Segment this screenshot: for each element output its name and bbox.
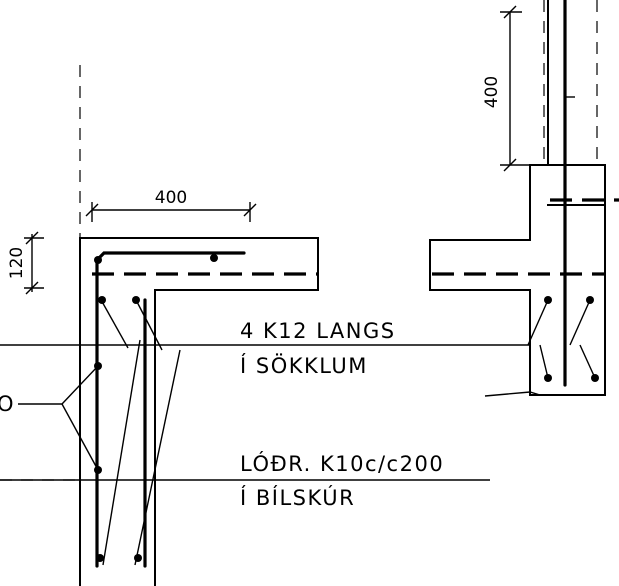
stirrup-leg-4: [134, 349, 181, 566]
rebar-note-line-2: Í SÖKKLUM: [240, 353, 368, 378]
dimension-horizontal-400: 400: [85, 188, 257, 222]
rebar-dot: [210, 254, 218, 262]
rebar-dot: [96, 554, 104, 562]
dimension-vertical-400: 400: [482, 5, 530, 172]
rebar-dot: [544, 296, 552, 304]
slab-top-left-outline: [79, 237, 319, 586]
rebar-dot: [591, 374, 599, 382]
stirrup-leg-3: [102, 339, 141, 566]
rebar-dot: [94, 256, 102, 264]
rebar-dot: [586, 296, 594, 304]
tick-mark: [243, 203, 257, 217]
tick-mark: [85, 203, 99, 217]
stirrup-leg-1: [99, 297, 129, 349]
cut-label: O: [0, 392, 15, 416]
cut-leader-upper: [18, 365, 99, 405]
dim-label-400-v: 400: [482, 76, 502, 108]
stirrup-leg-2: [134, 297, 163, 351]
left-foundation: [79, 237, 319, 586]
dim-label-120: 120: [7, 247, 27, 279]
rebar-dot: [132, 296, 140, 304]
right-stirrup-2: [569, 299, 591, 346]
tick-mark: [25, 281, 39, 295]
rebar-dot: [98, 296, 106, 304]
right-foundation: [429, 0, 619, 397]
rebar-dot: [544, 374, 552, 382]
tick-mark: [25, 231, 39, 245]
right-stirrup-3: [539, 344, 549, 379]
right-ground-line: [484, 391, 541, 397]
floor-note-line-1: LÓÐR. K10c/c200: [240, 451, 444, 476]
tick-mark: [503, 158, 517, 172]
dimension-vertical-120: 120: [7, 231, 44, 295]
cut-leader-lower: [61, 403, 99, 471]
rebar-note-line-1: 4 K12 LANGS: [240, 319, 396, 343]
right-stirrup-4: [579, 344, 596, 379]
dim-label-400-h: 400: [155, 188, 187, 208]
right-section-outline: [429, 164, 606, 396]
wall-rebar-bent: [95, 251, 246, 568]
tick-mark: [503, 5, 517, 19]
right-stirrup-1: [527, 299, 549, 346]
floor-note-line-2: Í BÍLSKÚR: [240, 485, 355, 510]
rebar-dot: [134, 554, 142, 562]
